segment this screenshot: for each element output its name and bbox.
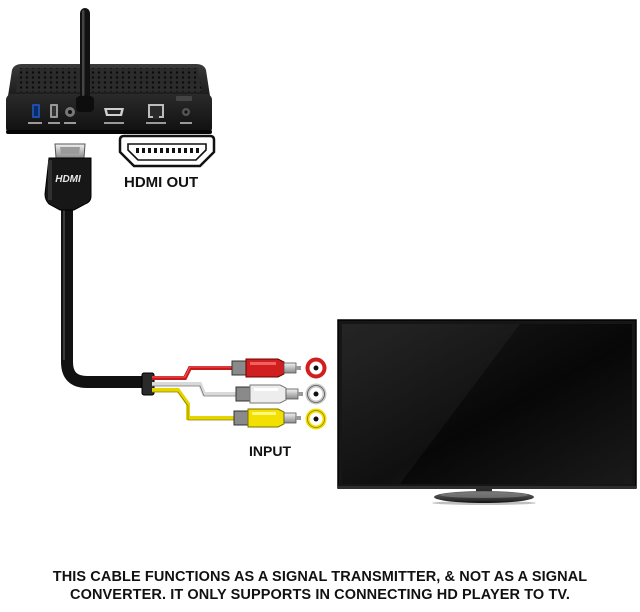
switch bbox=[176, 96, 192, 101]
rca-jack-red bbox=[305, 357, 327, 379]
input-label: INPUT bbox=[249, 443, 291, 459]
hdmi-to-rca-cable bbox=[61, 200, 155, 396]
disclaimer-caption: THIS CABLE FUNCTIONS AS A SIGNAL TRANSMI… bbox=[0, 568, 640, 604]
connection-diagram: HDMI OUT HDMI bbox=[6, 8, 637, 505]
usb-port bbox=[32, 104, 40, 118]
hdmi-out-port-icon bbox=[118, 134, 216, 168]
ethernet-port bbox=[148, 104, 164, 119]
usb-port-2 bbox=[50, 104, 58, 118]
hdmi-port bbox=[104, 108, 124, 116]
hd-media-player bbox=[6, 8, 212, 134]
hdmi-logo: HDMI bbox=[55, 174, 81, 185]
caption-line-1: THIS CABLE FUNCTIONS AS A SIGNAL TRANSMI… bbox=[52, 569, 588, 585]
hdmi-connector: HDMI bbox=[44, 143, 92, 211]
rca-jack-white bbox=[305, 383, 327, 405]
rca-plug-white bbox=[235, 384, 303, 404]
rca-leads bbox=[152, 366, 236, 421]
tv-stand bbox=[432, 489, 536, 505]
wifi-antenna bbox=[76, 8, 94, 112]
caption-line-2: CONVERTER. IT ONLY SUPPORTS IN CONNECTIN… bbox=[70, 587, 570, 603]
hdmi-out-label: HDMI OUT bbox=[124, 174, 198, 191]
rca-jack-yellow bbox=[305, 408, 327, 430]
rca-plug-yellow bbox=[233, 408, 301, 428]
television bbox=[337, 319, 637, 505]
rca-plug-red bbox=[231, 358, 301, 378]
